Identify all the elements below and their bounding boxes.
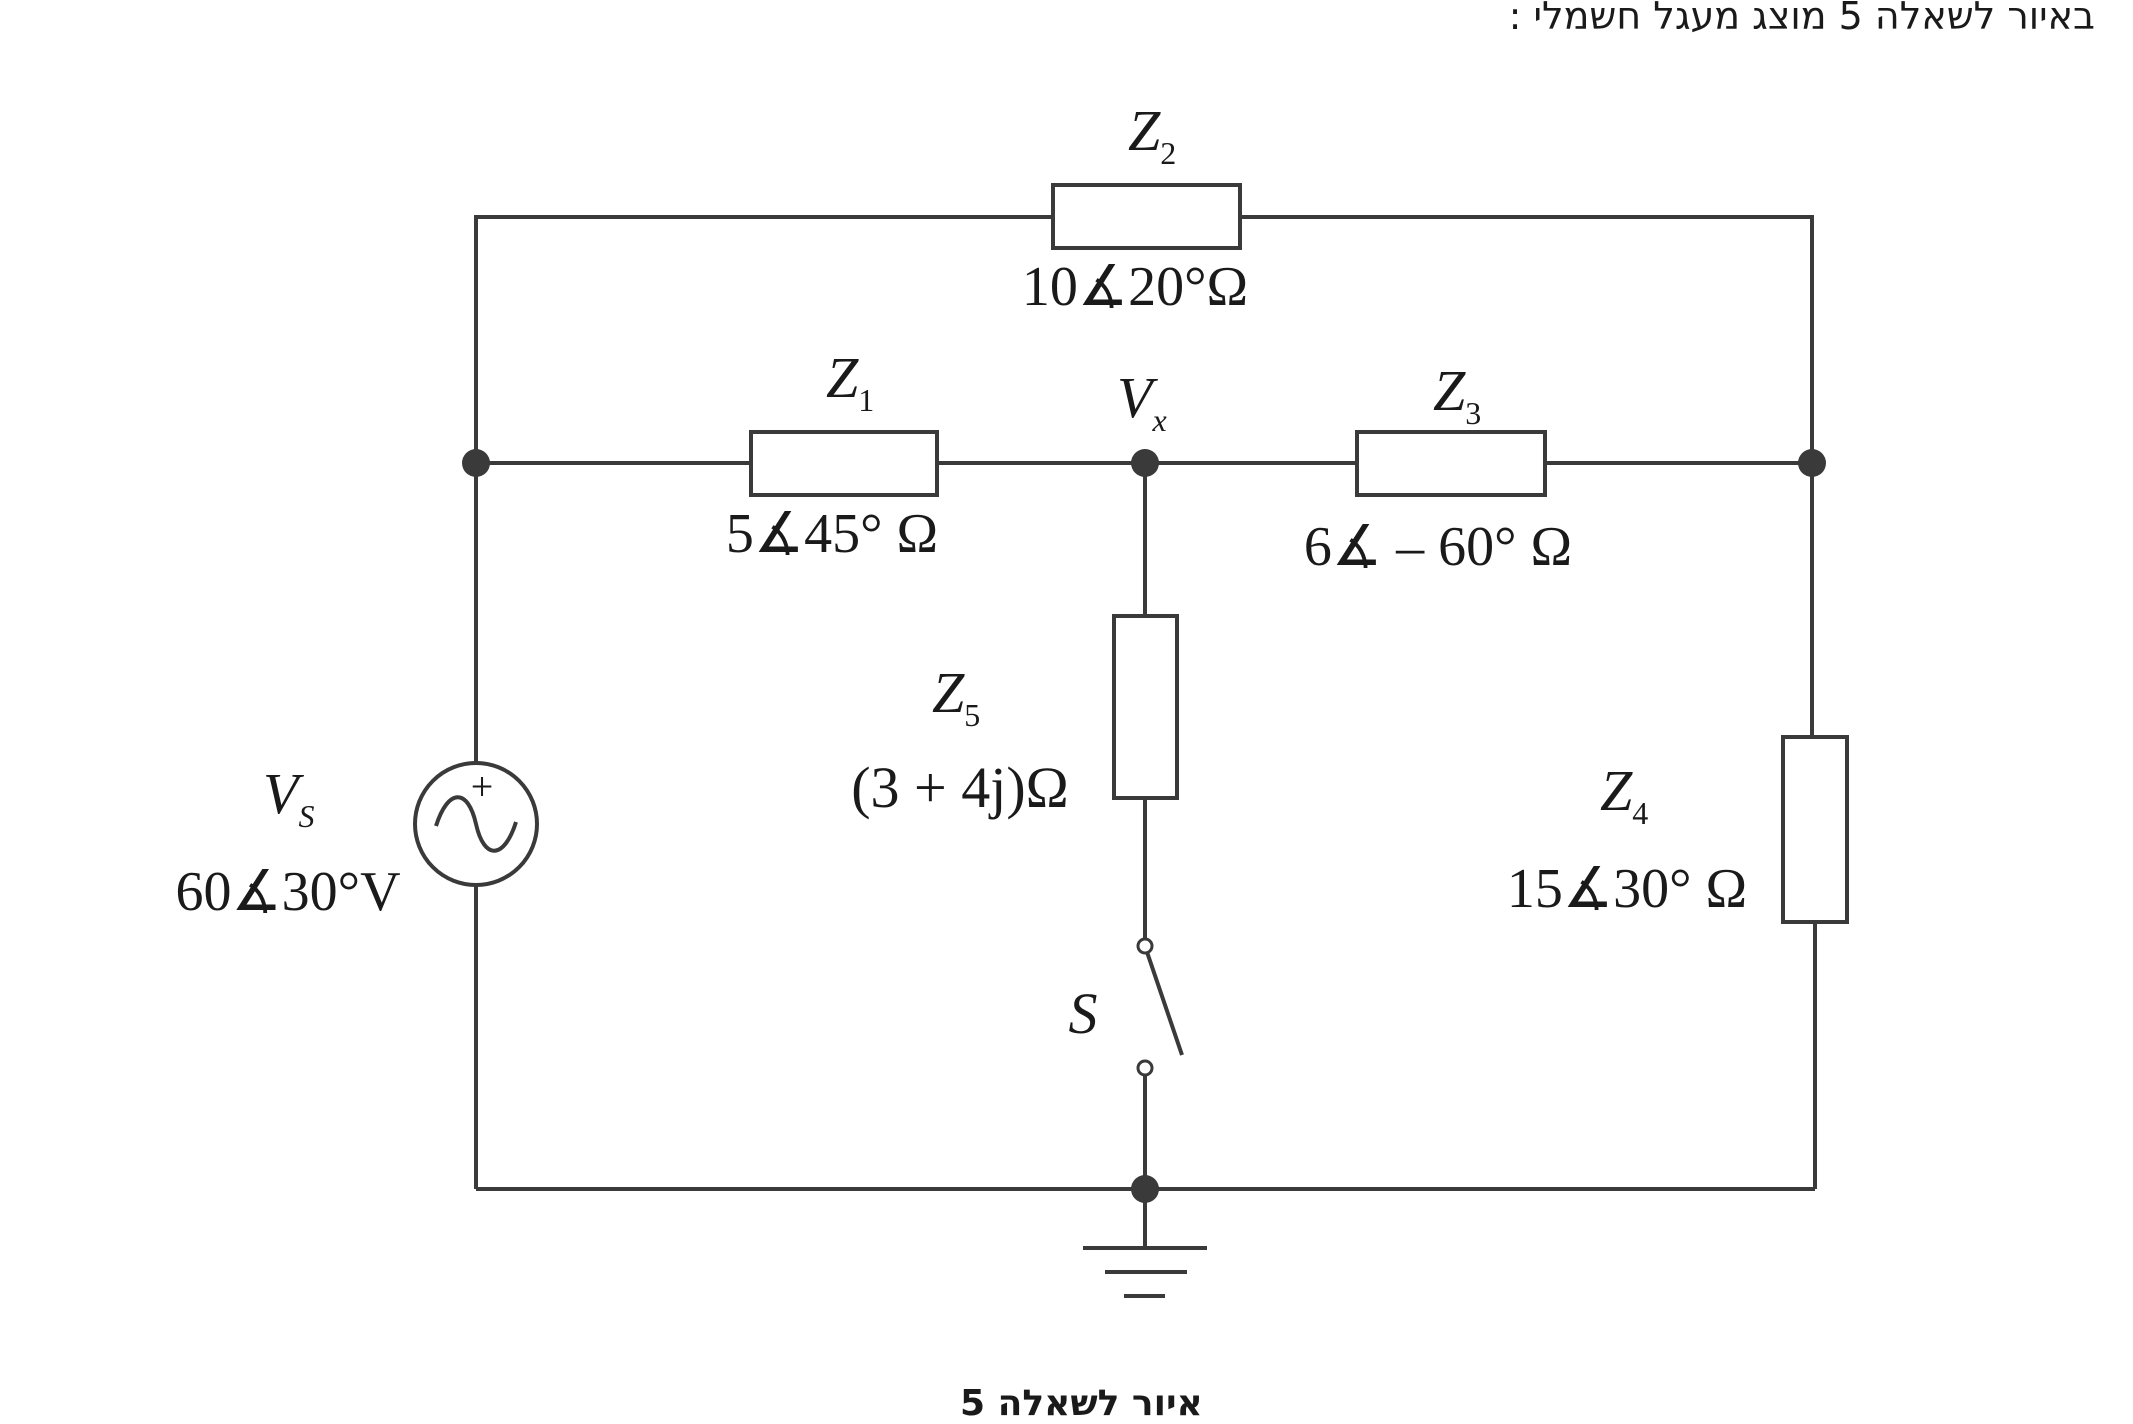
node-left (462, 449, 490, 477)
z1-label: Z1 (826, 345, 874, 418)
vx-label: Vx (1117, 365, 1167, 438)
question-header: באיור לשאלה 5 מוצג מעגל חשמלי : (1508, 0, 2095, 38)
node-right (1798, 449, 1826, 477)
z3-label: Z3 (1433, 358, 1481, 431)
z4-resistor (1781, 735, 1849, 924)
switch-top-contact (1136, 937, 1154, 955)
z5-value: (3 + 4j)Ω (851, 755, 1069, 820)
z3-value: 6∡ – 60° Ω (1304, 516, 1572, 578)
wire-top-right (1240, 215, 1814, 463)
z4-label: Z4 (1600, 758, 1648, 831)
z2-label: Z2 (1128, 98, 1176, 171)
node-bottom (1131, 1175, 1159, 1203)
switch-s (1136, 937, 1184, 1077)
z1-value: 5∡45° Ω (726, 503, 938, 565)
wire-top-left (474, 215, 1053, 463)
sine-wave-icon (434, 795, 518, 853)
z2-resistor (1051, 183, 1242, 250)
z1-resistor (749, 430, 939, 497)
voltage-source: + (413, 761, 539, 887)
figure-caption: איור לשאלה 5 (960, 1383, 1203, 1424)
source-polarity-plus: + (471, 764, 494, 809)
switch-bottom-contact (1136, 1059, 1154, 1077)
z2-value: 10∡20°Ω (1022, 256, 1248, 318)
vs-value: 60∡30°V (175, 861, 400, 923)
z5-resistor (1112, 614, 1179, 800)
ground-icon (1083, 1246, 1207, 1298)
z4-value: 15∡30° Ω (1507, 858, 1747, 920)
node-vx (1131, 449, 1159, 477)
vs-label: VS (263, 761, 314, 834)
z3-resistor (1355, 430, 1547, 497)
switch-label: S (1069, 981, 1098, 1046)
switch-blade (1145, 951, 1184, 1056)
z5-label: Z5 (932, 660, 980, 733)
